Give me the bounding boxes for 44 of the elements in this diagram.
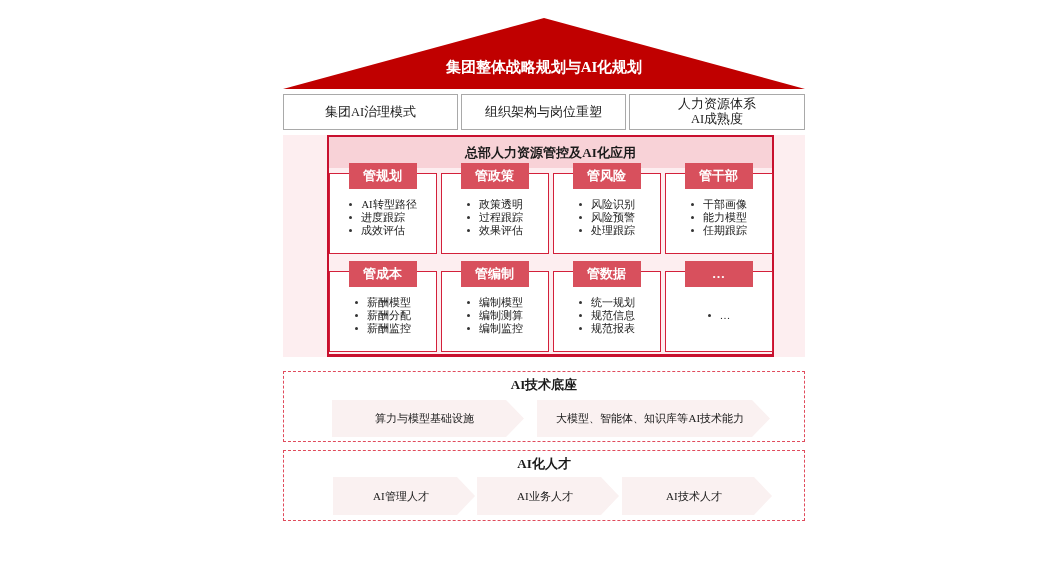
- dashed-frame: [283, 450, 805, 521]
- heading-tab: 管风险: [572, 163, 641, 189]
- heading-tab: 管成本: [348, 261, 417, 287]
- panel-frame: [327, 135, 774, 357]
- list-item: 规范报表: [591, 322, 635, 335]
- list-item: 薪酬监控: [367, 322, 411, 335]
- list-item: 编制监控: [479, 322, 523, 335]
- heading-tab: 管政策: [460, 163, 529, 189]
- heading-tab: 管干部: [684, 163, 753, 189]
- list-item: 任期跟踪: [703, 224, 747, 237]
- list-item: AI转型路径: [361, 198, 417, 211]
- list-item: 规范信息: [591, 309, 635, 322]
- list-item: 编制模型: [479, 296, 523, 309]
- chevron-block: 大模型、智能体、知识库等AI技术能力: [536, 399, 770, 437]
- list-item: 能力模型: [703, 211, 747, 224]
- list-item: 政策透明: [479, 198, 523, 211]
- text-box: 集团AI治理模式: [283, 94, 458, 130]
- chevron-block: 算力与模型基础设施: [331, 399, 524, 437]
- chevron-block: AI业务人才: [476, 476, 619, 515]
- section-title: AI化人才: [517, 455, 571, 472]
- roof-triangle: 集团整体战略规划与AI化规划: [283, 18, 805, 89]
- list-item: …: [719, 309, 731, 322]
- list-item: 薪酬分配: [367, 309, 411, 322]
- heading-tab: 管编制: [460, 261, 529, 287]
- list-item: 效果评估: [479, 224, 523, 237]
- list-item: 干部画像: [703, 198, 747, 211]
- list-item: 处理跟踪: [591, 224, 635, 237]
- heading-tab: 管数据: [572, 261, 641, 287]
- list-item: 薪酬模型: [367, 296, 411, 309]
- list-item: 风险预警: [591, 211, 635, 224]
- dashed-frame: [283, 371, 805, 442]
- list-item: 统一规划: [591, 296, 635, 309]
- text-box: 人力资源体系AI成熟度: [629, 94, 805, 130]
- chevron-block: AI管理人才: [332, 476, 475, 515]
- heading-tab: 管规划: [348, 163, 417, 189]
- text-box: 组织架构与岗位重塑: [461, 94, 626, 130]
- list-item: 编制测算: [479, 309, 523, 322]
- list-item: 成效评估: [361, 224, 406, 237]
- list-item: 进度跟踪: [361, 211, 406, 224]
- heading-tab: …: [684, 261, 753, 287]
- list-item: 风险识别: [591, 198, 635, 211]
- section-title: AI技术底座: [510, 376, 578, 393]
- chevron-block: AI技术人才: [621, 476, 772, 515]
- list-item: 过程跟踪: [479, 211, 523, 224]
